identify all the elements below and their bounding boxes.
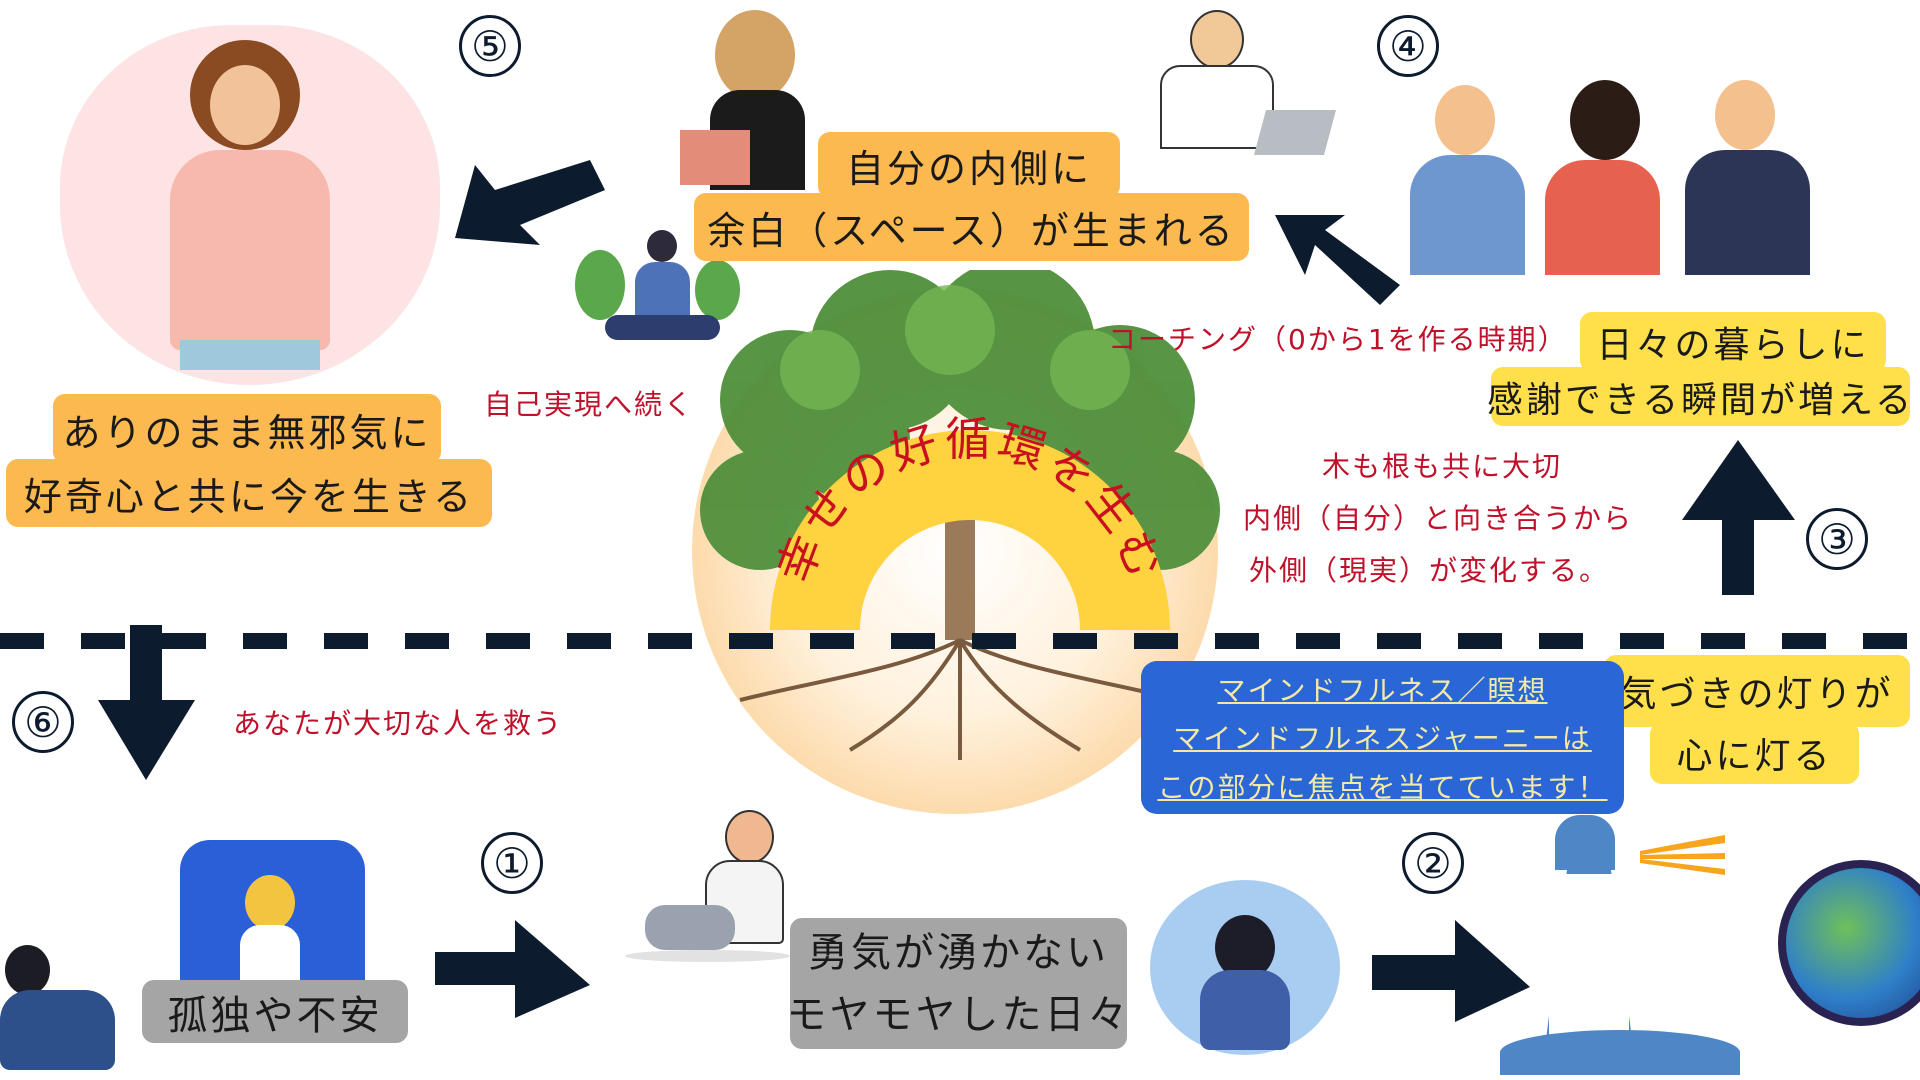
anxious-person-illustration xyxy=(1140,870,1355,1075)
no-courage-box: 勇気が湧かない モヤモヤした日々 xyxy=(787,918,1128,1049)
step-6-marker: ⑥ xyxy=(12,691,74,753)
divider-dash xyxy=(729,633,773,649)
sitting-girl-illustration xyxy=(0,945,130,1080)
divider-dash xyxy=(1782,633,1826,649)
awareness-line1: 気づきの灯りが xyxy=(1604,655,1910,727)
mindfulness-box: マインドフルネス／瞑想 マインドフルネスジャーニーは この部分に焦点を当てていま… xyxy=(1141,661,1624,814)
as-is-line1: ありのまま無邪気に xyxy=(53,394,441,464)
inner-space-line1: 自分の内側に xyxy=(818,132,1120,198)
divider-dash xyxy=(1134,633,1178,649)
step-5-marker: ⑤ xyxy=(459,15,521,77)
step-1-marker: ① xyxy=(481,832,543,894)
crowd-anxiety-illustration xyxy=(180,840,365,980)
arc-banner: 幸せの好循環を生む xyxy=(766,412,1170,630)
divider-dash xyxy=(0,633,44,649)
three-grateful-people-illustration xyxy=(1405,80,1815,275)
coaching-note: コーチング（0から1を作る時期） xyxy=(1108,323,1568,356)
no-courage-line1: 勇気が湧かない xyxy=(808,929,1109,976)
divider-dash xyxy=(1377,633,1421,649)
as-is-line2: 好奇心と共に今を生きる xyxy=(6,459,492,527)
step-2-marker: ② xyxy=(1402,832,1464,894)
gratitude-line2: 感謝できる瞬間が増える xyxy=(1487,367,1911,426)
tree-roots-note-1: 木も根も共に大切 xyxy=(1322,450,1563,483)
loneliness-box: 孤独や不安 xyxy=(142,980,408,1043)
step-3-marker: ③ xyxy=(1806,508,1868,570)
mindfulness-link-1[interactable]: マインドフルネス／瞑想 xyxy=(1217,674,1548,708)
man-relaxing-laptop-illustration xyxy=(1130,10,1337,160)
mindfulness-link-3[interactable]: この部分に焦点を当てています！ xyxy=(1157,770,1608,804)
arrow-up-left-icon xyxy=(1275,215,1400,305)
gratitude-line1: 日々の暮らしに xyxy=(1580,312,1886,372)
divider-dash xyxy=(324,633,368,649)
sitting-man-illustration xyxy=(625,810,790,970)
divider-dash xyxy=(1296,633,1340,649)
divider-dash xyxy=(891,633,935,649)
divider-dash xyxy=(1863,633,1907,649)
awareness-line2: 心に灯る xyxy=(1650,722,1859,784)
divider-dash xyxy=(1458,633,1502,649)
divider-dash xyxy=(648,633,692,649)
inner-space-line2: 余白（スペース）が生まれる xyxy=(694,193,1249,261)
divider-dash xyxy=(162,633,206,649)
arrow-up-icon xyxy=(1682,440,1795,595)
divider-dash xyxy=(1701,633,1745,649)
earth-planet-illustration xyxy=(1778,860,1920,1026)
tree-roots-note-2: 内側（自分）と向き合うから xyxy=(1243,502,1634,535)
divider-dash xyxy=(243,633,287,649)
divider-dash xyxy=(1539,633,1583,649)
self-realization-note: 自己実現へ続く xyxy=(484,388,695,421)
save-people-note: あなたが大切な人を救う xyxy=(233,707,564,740)
tree-roots-note-3: 外側（現実）が変化する。 xyxy=(1249,554,1610,587)
arrow-right-icon xyxy=(435,920,590,1018)
woman-hugging-illustration xyxy=(170,40,330,370)
divider-dash xyxy=(1620,633,1664,649)
woman-reading-illustration xyxy=(680,10,820,190)
divider-dash xyxy=(972,633,1016,649)
mindfulness-link-2[interactable]: マインドフルネスジャーニーは xyxy=(1173,722,1592,756)
divider-dash xyxy=(405,633,449,649)
divider-dash xyxy=(486,633,530,649)
divider-dash xyxy=(567,633,611,649)
divider-dash xyxy=(1215,633,1259,649)
no-courage-line2: モヤモヤした日々 xyxy=(786,991,1131,1038)
divider-dash xyxy=(1053,633,1097,649)
lighthouse-illustration xyxy=(1500,815,1740,1080)
divider-dash xyxy=(81,633,125,649)
step-4-marker: ④ xyxy=(1377,15,1439,77)
meditating-woman-illustration xyxy=(575,230,745,350)
divider-dash xyxy=(810,633,854,649)
